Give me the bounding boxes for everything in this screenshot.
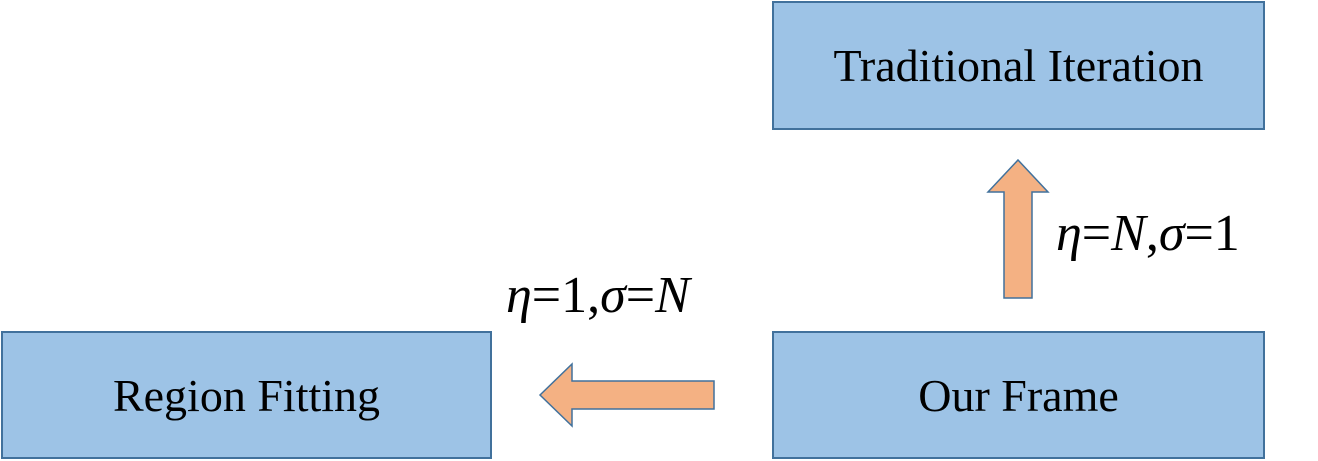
equals-sign: = — [1184, 205, 1214, 262]
formula-eta-1-sigma-n: η=1,σ=N — [506, 270, 690, 322]
left-arrow-icon — [538, 362, 715, 428]
equals-sign: = — [625, 267, 656, 324]
sigma-symbol: σ — [1158, 205, 1185, 262]
comma: , — [587, 267, 601, 324]
eta-symbol: η — [506, 267, 532, 324]
formula-value: 1 — [561, 267, 588, 324]
traditional-iteration-box: Traditional Iteration — [772, 1, 1265, 130]
eta-symbol: η — [1056, 205, 1082, 262]
formula-value: 1 — [1213, 205, 1240, 262]
formula-value: N — [655, 267, 690, 324]
region-fitting-box: Region Fitting — [1, 331, 492, 459]
comma: , — [1145, 205, 1159, 262]
formula-eta-n-sigma-1: η=N,σ=1 — [1056, 208, 1240, 260]
region-fitting-label: Region Fitting — [112, 369, 381, 421]
formula-value: N — [1111, 205, 1146, 262]
equals-sign: = — [531, 267, 562, 324]
up-arrow-icon — [986, 158, 1050, 299]
traditional-iteration-label: Traditional Iteration — [833, 40, 1204, 91]
equals-sign: = — [1081, 205, 1112, 262]
sigma-symbol: σ — [600, 267, 626, 324]
our-frame-label: Our Frame — [918, 369, 1119, 421]
our-frame-box: Our Frame — [772, 331, 1265, 459]
